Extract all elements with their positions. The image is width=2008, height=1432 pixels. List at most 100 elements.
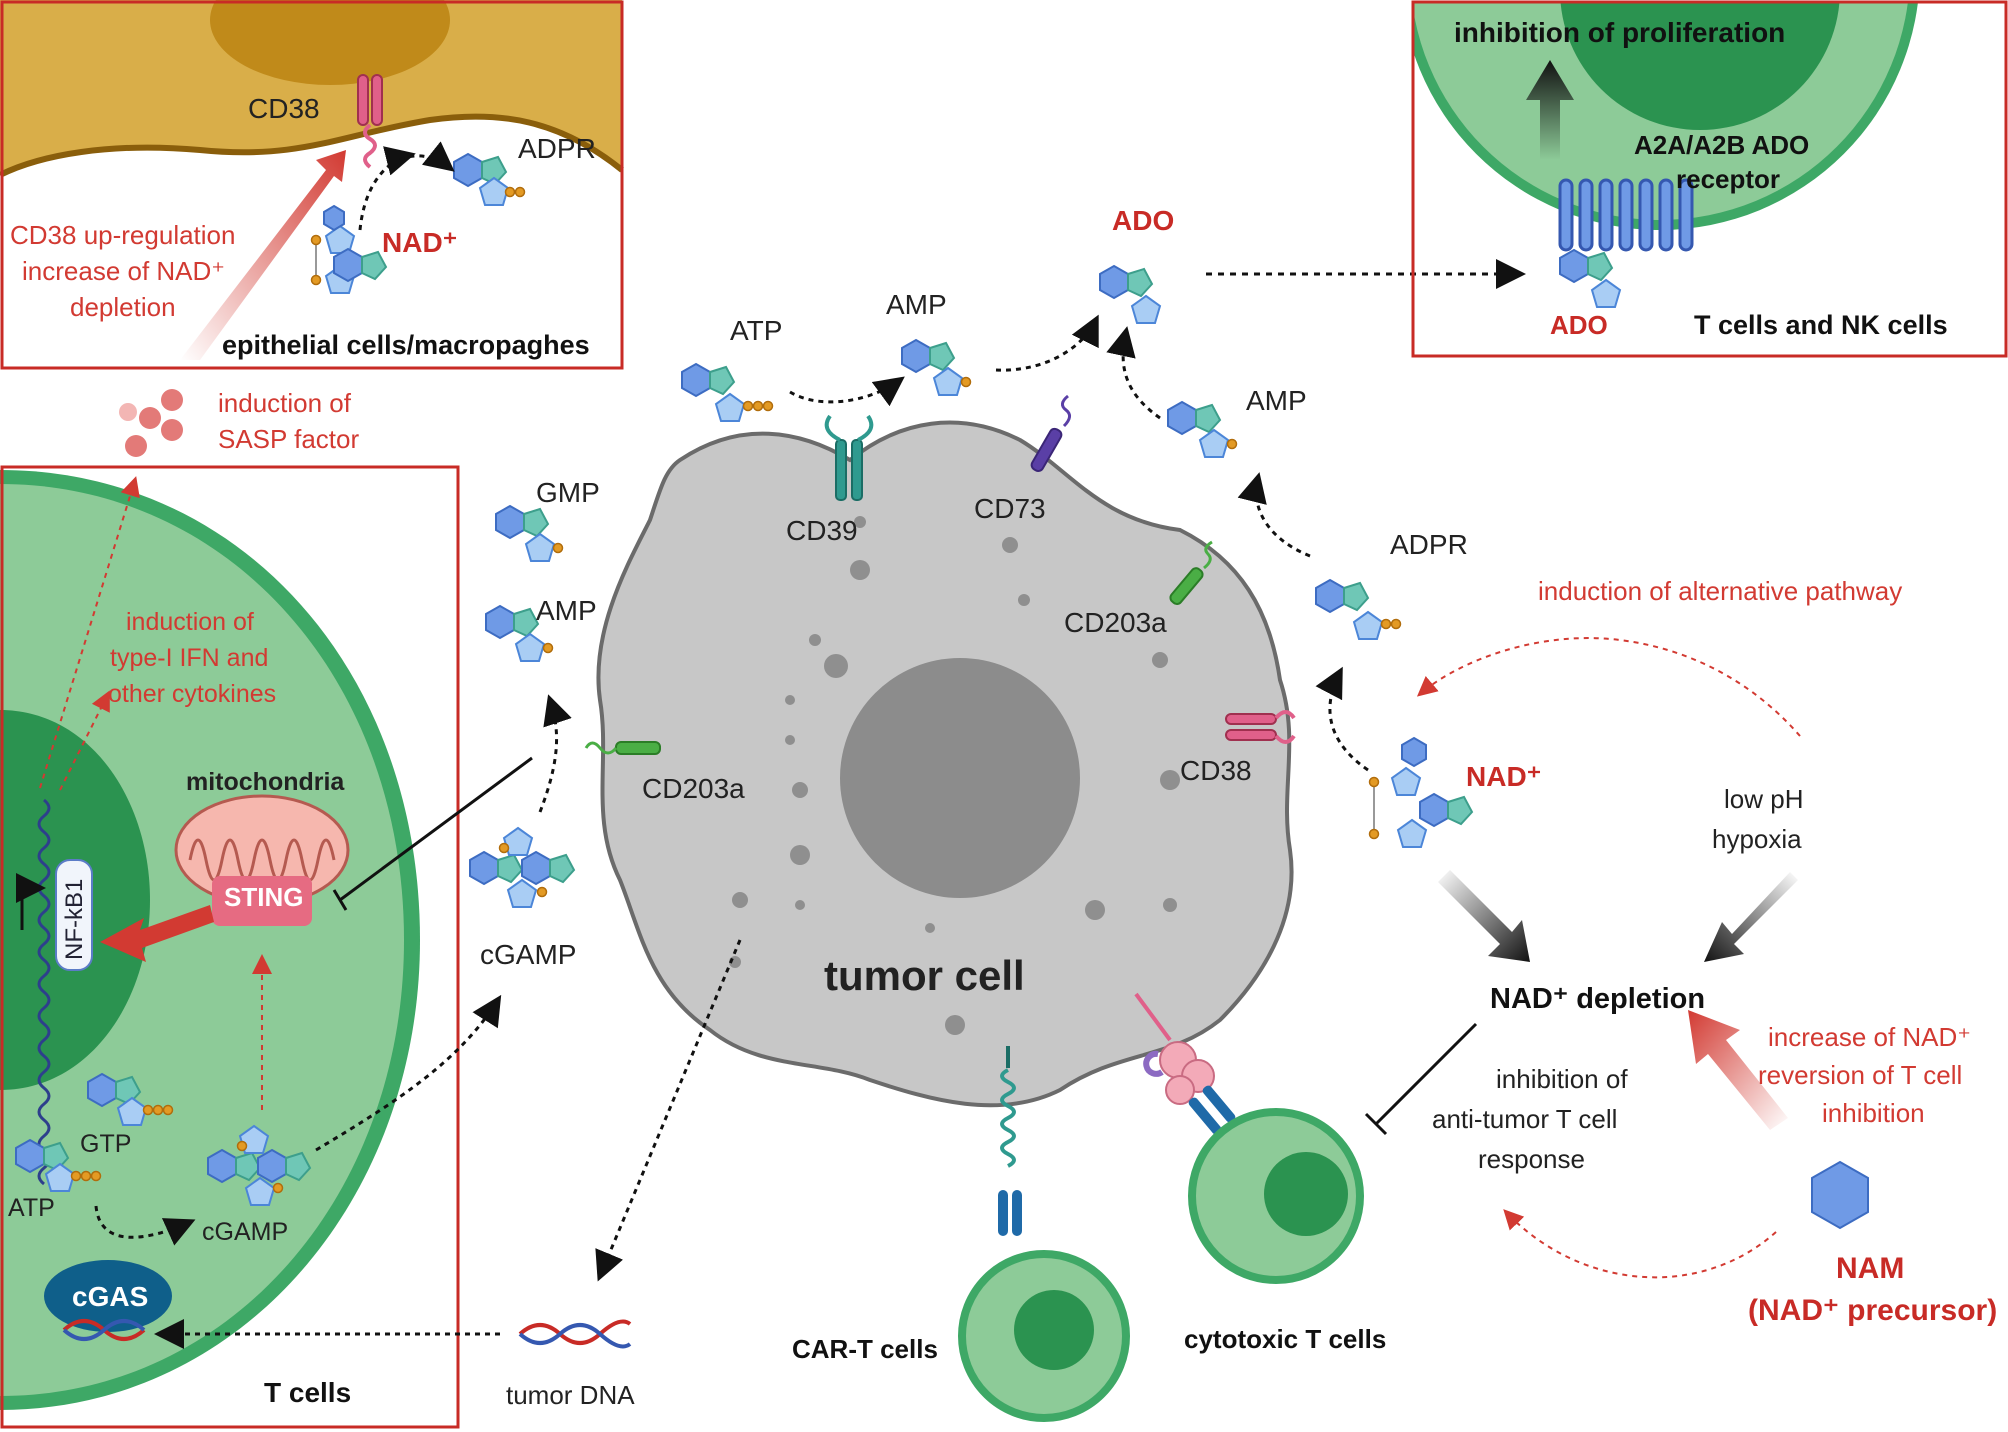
cd38-upregulation-arrow: [180, 150, 346, 360]
promoter-arrow-icon: [16, 873, 46, 930]
nam-rescue-arrow: [1688, 1010, 1788, 1130]
hypoxia-label: hypoxia: [1712, 824, 1802, 854]
sasp-line2: SASP factor: [218, 424, 359, 454]
increase-line2: reversion of T cell: [1758, 1060, 1962, 1090]
epithelial-panel: CD38 ADPR NAD⁺ CD38 up-regulation increa…: [0, 0, 624, 370]
cd203a-left-receptor-icon: [584, 741, 661, 755]
cd203a-right-label: CD203a: [1064, 607, 1167, 638]
nad-to-depletion-arrow: [1438, 870, 1530, 962]
adpr-to-amp-arrow: [1237, 472, 1311, 558]
alt-pathway-label: induction of alternative pathway: [1538, 576, 1902, 606]
amp-right-molecule-icon: [1167, 401, 1238, 458]
cd38-receptor-icon: [357, 74, 383, 169]
cgas-label: cGAS: [72, 1281, 148, 1312]
ado-molecule-icon: [1099, 265, 1161, 324]
increase-line3: inhibition: [1822, 1098, 1925, 1128]
nam-molecule-icon: [1811, 1160, 1869, 1230]
cgamp-molecule-icon: [469, 827, 575, 908]
cd203a-left-label: CD203a: [642, 773, 745, 804]
atp-to-amp-arrow: [789, 376, 905, 407]
sting-icon: [212, 876, 312, 926]
nad-middle-molecule-icon: [1368, 736, 1473, 848]
epithelial-caption: epithelial cells/macropaghes: [222, 330, 590, 360]
gmp-molecule-icon: [495, 505, 564, 562]
sting-to-nfkb-arrow: [100, 905, 214, 962]
ifn-line1: induction of: [126, 608, 254, 636]
adpr-molecule-icon: [453, 153, 526, 206]
cgamp-to-amp-arrow: [538, 694, 572, 813]
sasp-factor-icon: [119, 389, 183, 457]
nk-box-border: [1411, 0, 2008, 358]
cd39-receptor-icon: [824, 414, 874, 501]
tumor-dna-label: tumor DNA: [506, 1380, 635, 1410]
cd38-label: CD38: [248, 93, 320, 124]
nk-caption: T cells and NK cells: [1694, 310, 1948, 340]
atp-to-cgamp-arrow: [94, 1205, 196, 1246]
adpr-middle-label: ADPR: [1390, 529, 1468, 560]
inhibition-label: inhibition of proliferation: [1454, 17, 1785, 48]
inhib-line3: response: [1478, 1144, 1585, 1174]
sasp-line1: induction of: [218, 388, 352, 418]
nfkb-badge: [55, 859, 93, 971]
cd73-label: CD73: [974, 493, 1046, 524]
tumor-vesicles: [729, 516, 1180, 1035]
atp-label: ATP: [8, 1194, 55, 1222]
tumor-cell-label: tumor cell: [824, 952, 1025, 999]
tcell-box-border: [0, 465, 460, 1429]
cd203a-inhibits-sting-line: [339, 756, 533, 902]
cgas-icon: [44, 1260, 172, 1332]
adpr-middle-molecule-icon: [1315, 579, 1402, 640]
amp-right-label: AMP: [1246, 385, 1307, 416]
nad-label: NAD⁺: [382, 227, 457, 258]
sting-label: STING: [224, 882, 303, 912]
ado-bound-label: ADO: [1550, 310, 1608, 340]
cd38-to-adpr-arrow: [399, 141, 455, 172]
cytotoxic-label: cytotoxic T cells: [1184, 1324, 1386, 1354]
dna-strand-icon: [37, 798, 51, 1186]
cgamp-inner-label: cGAMP: [202, 1218, 288, 1246]
gmp-label: GMP: [536, 477, 600, 508]
tcell-panel: NF-kB1 mitochondria STING induction of t…: [0, 465, 502, 1429]
depletion-inhibits-t-line: [1374, 1022, 1478, 1126]
atp-label-2: ATP: [730, 315, 782, 346]
alt-pathway-arrow: [1416, 637, 1801, 737]
ado-label: ADO: [1112, 205, 1174, 236]
inhib-line1: inhibition of: [1496, 1064, 1628, 1094]
nfkb-to-ifn-arrow: [59, 690, 110, 791]
amp-right-to-ado-arrow: [1106, 326, 1161, 420]
cgamp-label: cGAMP: [480, 939, 576, 970]
tumor-dna-icon: [518, 1319, 632, 1349]
tcell-caption: T cells: [264, 1377, 351, 1408]
nk-panel: inhibition of proliferation A2A/A2B ADO …: [1411, 0, 2008, 358]
nam-to-response-arrow: [1503, 1209, 1777, 1279]
nfkb-to-sasp-arrow: [39, 476, 140, 789]
cd73-receptor-icon: [1030, 394, 1071, 473]
cd38-tumor-receptor-icon: [1225, 710, 1296, 744]
car-t-nucleus: [1014, 1290, 1094, 1370]
epithelial-nucleus: [210, 0, 450, 85]
tumor-to-dna-arrow: [595, 939, 742, 1282]
nad-to-adpr-arrow: [1315, 666, 1369, 772]
cgamp-export-arrow: [315, 994, 502, 1152]
adpr-label: ADPR: [518, 133, 596, 164]
ifn-line2: type-I IFN and: [110, 644, 268, 672]
atp-molecule-icon-2: [681, 363, 774, 422]
stress-to-depletion-arrow: [1704, 872, 1798, 962]
epithelial-cell: [0, 0, 622, 175]
cd203a-right-receptor-icon: [1169, 540, 1213, 605]
nad-molecule-icon: [310, 204, 387, 294]
tumor-nucleus: [840, 658, 1080, 898]
inhib-line2: anti-tumor T cell: [1432, 1104, 1617, 1134]
amp-to-ado-arrow: [995, 314, 1099, 372]
cd38-tumor-label: CD38: [1180, 755, 1252, 786]
gtp-label: GTP: [80, 1130, 131, 1158]
cd39-label: CD39: [786, 515, 858, 546]
ado-bound-molecule-icon: [1559, 249, 1621, 308]
a2a-receptor-icon: [1558, 178, 1694, 252]
receptor-line2: receptor: [1676, 164, 1780, 194]
low-ph-label: low pH: [1724, 784, 1803, 814]
nad-depletion-label: NAD⁺ depletion: [1490, 983, 1705, 1015]
tcr-mhc-icon: [1134, 992, 1236, 1135]
nad-middle-label: NAD⁺: [1466, 761, 1541, 792]
